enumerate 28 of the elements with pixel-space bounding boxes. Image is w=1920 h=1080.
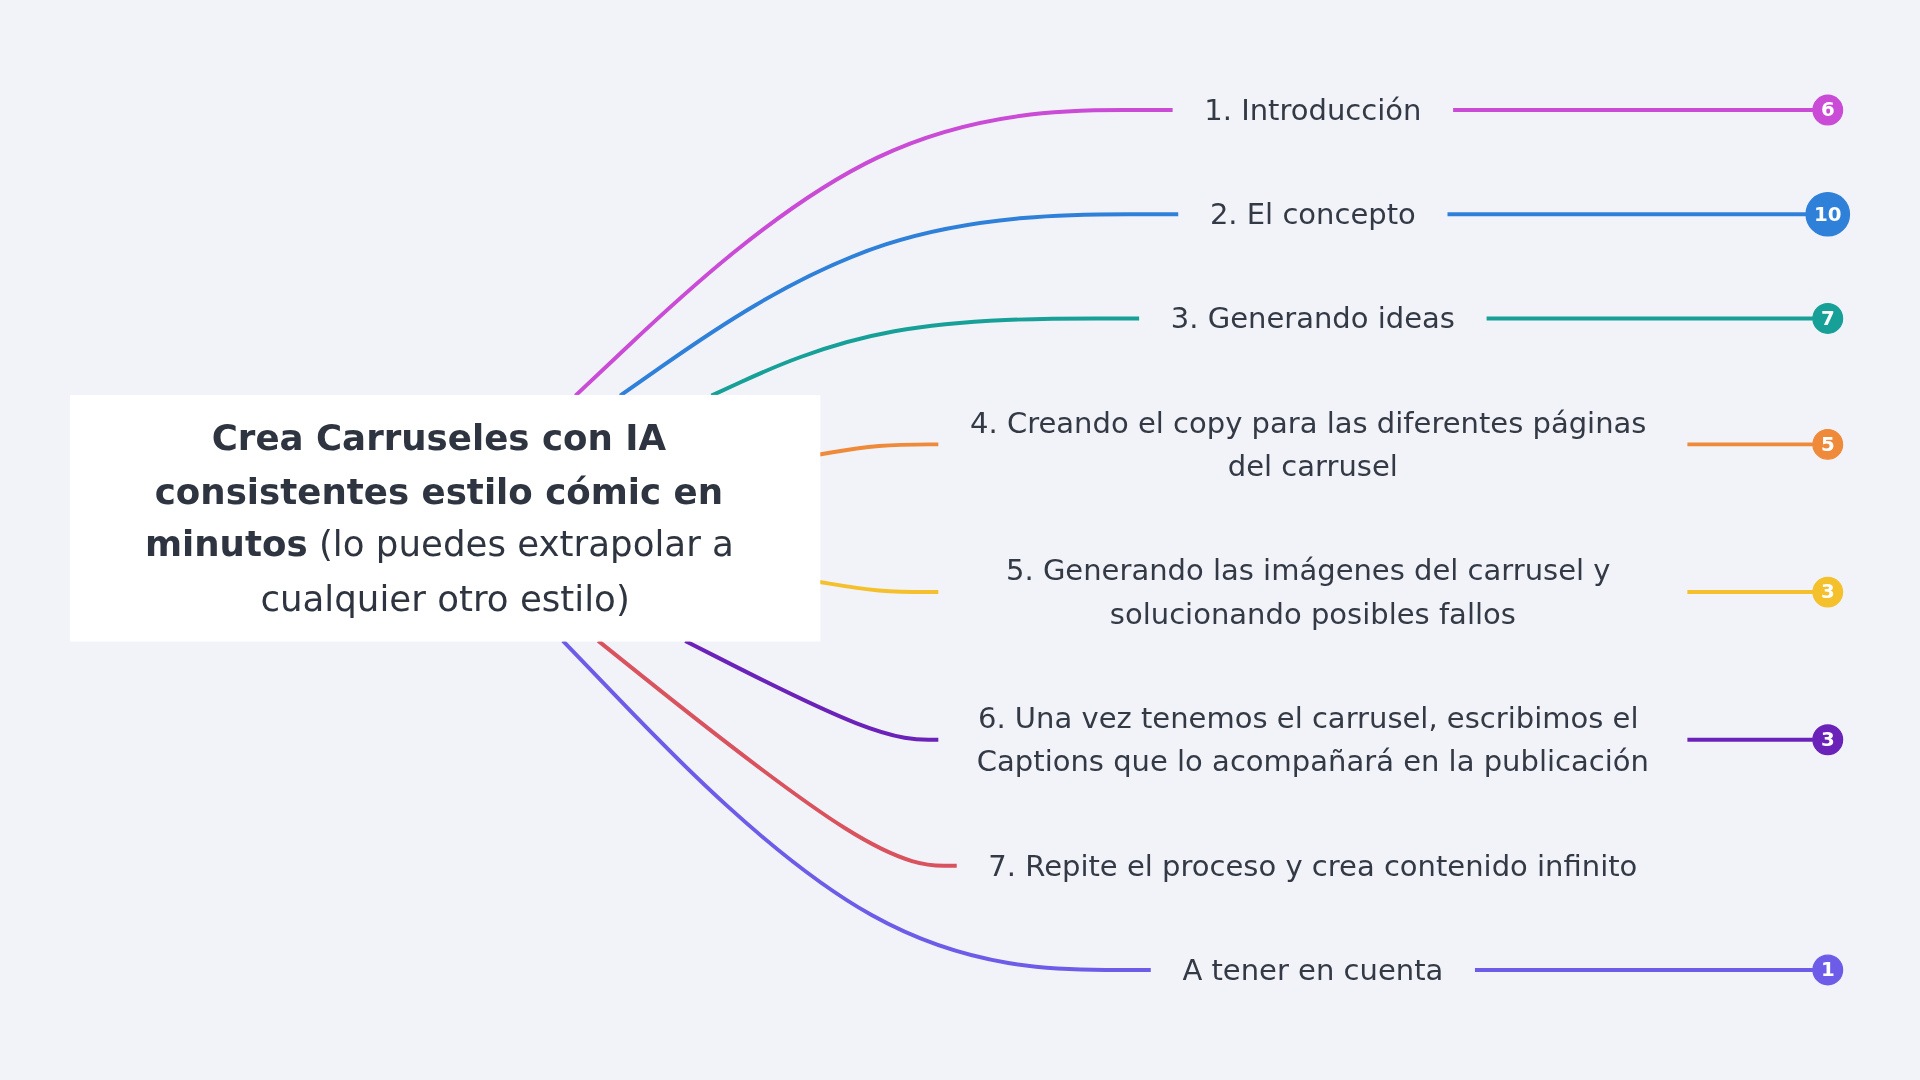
connector bbox=[1447, 212, 1807, 217]
connector bbox=[597, 639, 957, 868]
node-circle: 6 bbox=[1812, 94, 1844, 126]
node-circle: 3 bbox=[1812, 724, 1844, 756]
connector bbox=[1474, 967, 1813, 972]
connector bbox=[684, 639, 939, 742]
connector bbox=[1453, 108, 1813, 113]
connector bbox=[1687, 590, 1813, 595]
node-text: 7. Repite el proceso y crea contenido infinito bbox=[988, 849, 1638, 883]
node-text: 6. Una vez tenemos el carrusel, escribimos el Captions que lo acompañará en la publicación bbox=[976, 701, 1649, 779]
connector bbox=[819, 580, 939, 595]
node-text: 3. Generando ideas bbox=[1170, 301, 1455, 335]
connector bbox=[1486, 316, 1813, 321]
node-text: 4. Creando el copy para las diferentes páginas del carrusel bbox=[970, 406, 1647, 483]
node-circle: 1 bbox=[1812, 954, 1844, 986]
node-text: A tener en cuenta bbox=[1182, 953, 1444, 987]
connector bbox=[819, 442, 939, 457]
node-text: 5. Generando las imágenes del carrusel y solucionando posibles fallos bbox=[1005, 553, 1611, 631]
node-circle: 7 bbox=[1812, 303, 1844, 334]
connector bbox=[561, 639, 1151, 972]
node-circle: 3 bbox=[1812, 576, 1844, 608]
node-text: 1. Introducción bbox=[1204, 93, 1422, 127]
node-text: 2. El concepto bbox=[1209, 197, 1416, 231]
node-box: Crea Carruseles con IA consistentes estilo cómic en minutos (lo puedes extrapolar a cualquier otro estilo) bbox=[69, 394, 821, 642]
connector bbox=[1687, 442, 1813, 447]
connector bbox=[1687, 737, 1813, 742]
node-circle: 5 bbox=[1812, 428, 1844, 460]
node-circle: 10 bbox=[1805, 191, 1851, 237]
